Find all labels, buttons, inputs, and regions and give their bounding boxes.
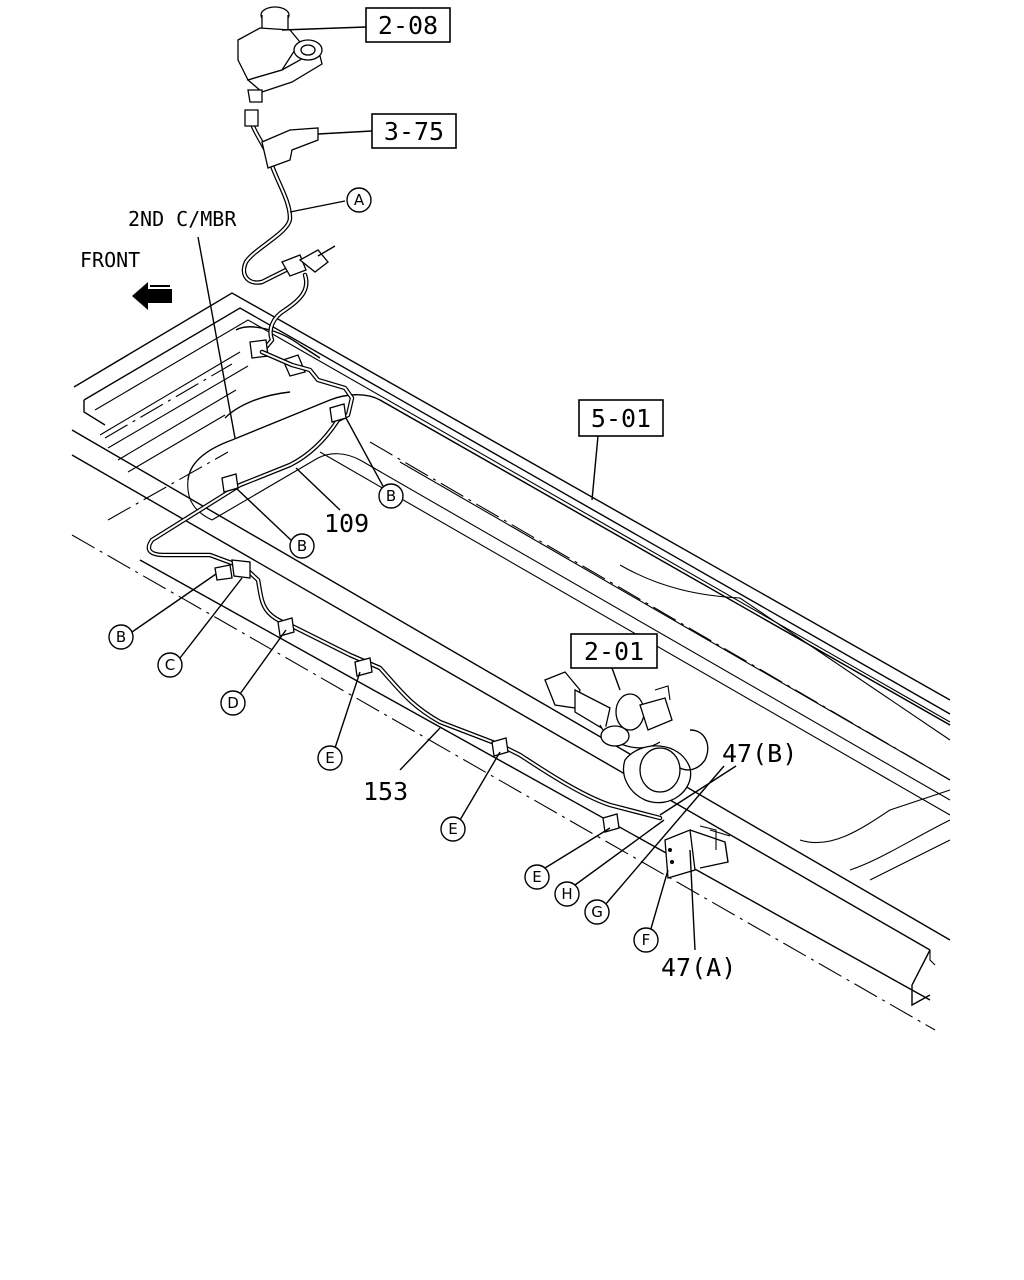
svg-text:E: E (325, 749, 334, 767)
ref-box-frame: 5-01 (578, 399, 664, 437)
front-arrow-icon (132, 282, 172, 310)
callout-a: A (346, 187, 372, 213)
svg-text:D: D (227, 694, 239, 712)
ref-bracket-label: 3-75 (384, 117, 444, 146)
ref-box-master-cylinder: 2-08 (365, 7, 451, 43)
svg-text:B: B (386, 487, 396, 505)
callout-h: H (554, 881, 580, 907)
callout-e-second: E (440, 816, 466, 842)
ref-box-booster: 2-01 (570, 633, 658, 669)
callout-d: D (220, 690, 246, 716)
part-47b-label: 47(B) (722, 739, 797, 768)
ref-frame-label: 5-01 (591, 404, 651, 433)
svg-text:E: E (532, 868, 541, 886)
svg-text:F: F (642, 931, 651, 949)
callout-e-first: E (317, 745, 343, 771)
svg-text:B: B (116, 628, 126, 646)
svg-text:E: E (448, 820, 457, 838)
svg-text:C: C (165, 656, 175, 674)
part-47a-label: 47(A) (661, 953, 736, 982)
callout-g: G (584, 899, 610, 925)
ref-booster-label: 2-01 (584, 637, 644, 666)
svg-text:B: B (297, 537, 307, 555)
master-cylinder (237, 6, 323, 103)
svg-text:G: G (591, 903, 603, 921)
brake-pipes (146, 109, 663, 833)
ref-box-bracket: 3-75 (371, 113, 457, 149)
callout-b-upper: B (378, 483, 404, 509)
callout-b-lower: B (108, 624, 134, 650)
booster-unit (544, 671, 731, 879)
leader-lines (131, 26, 737, 951)
ref-master-cylinder-label: 2-08 (378, 11, 438, 40)
svg-text:A: A (354, 191, 365, 209)
front-label: FRONT (80, 248, 140, 272)
second-crossmember-label: 2ND C/MBR (128, 207, 237, 231)
callout-c: C (157, 652, 183, 678)
pipe-153-label: 153 (363, 777, 408, 806)
callout-b-middle: B (289, 533, 315, 559)
callout-e-third: E (524, 864, 550, 890)
svg-text:H: H (561, 885, 572, 903)
callout-f: F (633, 927, 659, 953)
pipe-109-label: 109 (324, 509, 369, 538)
chassis-frame (71, 292, 951, 1031)
